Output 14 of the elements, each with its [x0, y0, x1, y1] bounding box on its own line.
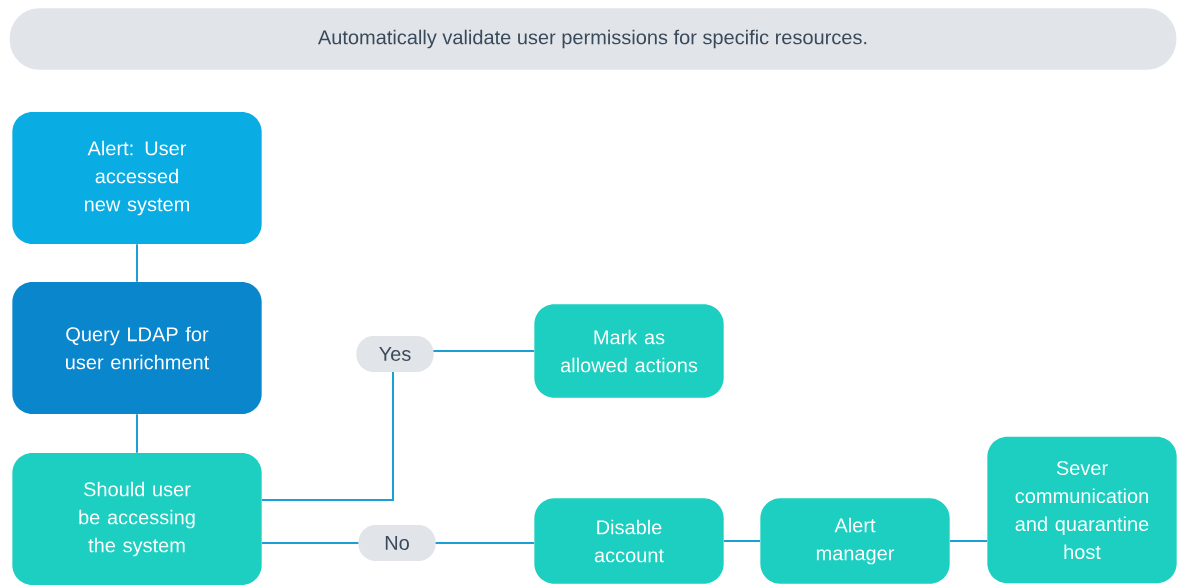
- process-box: Disable account: [534, 498, 724, 584]
- process-box: Query LDAP for user enrichment: [12, 282, 262, 414]
- connector-line: [948, 540, 989, 542]
- edge-label: No: [358, 525, 436, 561]
- process-box: Alert manager: [760, 498, 950, 584]
- connector-line: [136, 243, 138, 283]
- process-box: Sever communication and quarantine host: [987, 436, 1177, 584]
- connector-line: [722, 540, 762, 542]
- edge-label: Yes: [356, 336, 434, 372]
- title-banner: Automatically validate user permissions for specific resources.: [9, 8, 1177, 70]
- process-box: Should user be accessing the system: [12, 453, 262, 585]
- process-box: Mark as allowed actions: [534, 304, 724, 398]
- connector-line: [136, 413, 138, 454]
- process-box: Alert: User accessed new system: [12, 112, 262, 244]
